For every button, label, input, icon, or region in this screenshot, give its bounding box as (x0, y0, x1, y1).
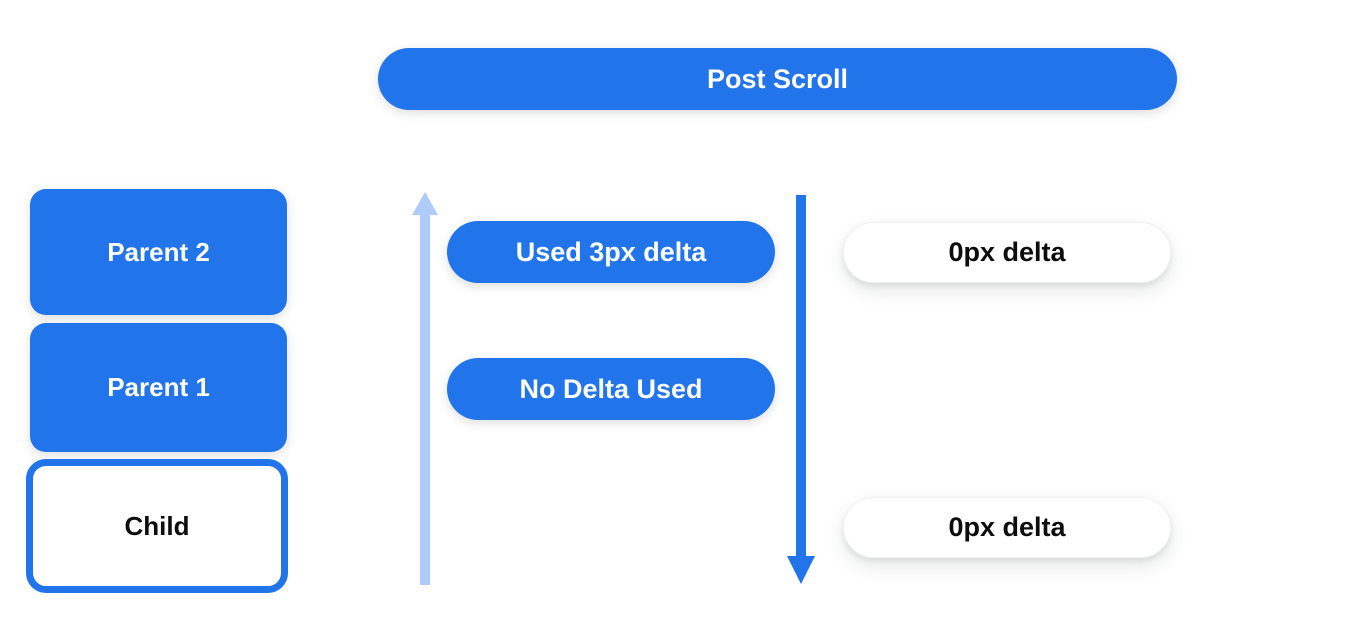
no-delta-used-label: No Delta Used (519, 373, 703, 404)
zero-delta-pill-top: 0px delta (843, 222, 1171, 283)
used-3px-delta-label: Used 3px delta (515, 236, 707, 267)
parent-2-label: Parent 2 (107, 236, 210, 267)
child-box: Child (26, 459, 288, 593)
zero-delta-top-label: 0px delta (948, 237, 1066, 267)
no-delta-used-pill: No Delta Used (447, 358, 775, 420)
post-scroll-header-label: Post Scroll (706, 63, 849, 94)
parent-2-box: Parent 2 (30, 189, 287, 315)
child-label: Child (124, 510, 190, 541)
up-arrow-shaft (420, 213, 430, 585)
up-arrow-head-icon (412, 192, 438, 215)
zero-delta-bottom-label: 0px delta (948, 512, 1066, 542)
used-3px-delta-pill: Used 3px delta (447, 221, 775, 283)
parent-1-label: Parent 1 (107, 372, 210, 402)
parent-1-box: Parent 1 (30, 323, 287, 452)
down-arrow-shaft (796, 195, 806, 558)
down-arrow-head-icon (787, 556, 815, 584)
zero-delta-pill-bottom: 0px delta (843, 497, 1171, 558)
post-scroll-header-pill: Post Scroll (378, 48, 1177, 110)
